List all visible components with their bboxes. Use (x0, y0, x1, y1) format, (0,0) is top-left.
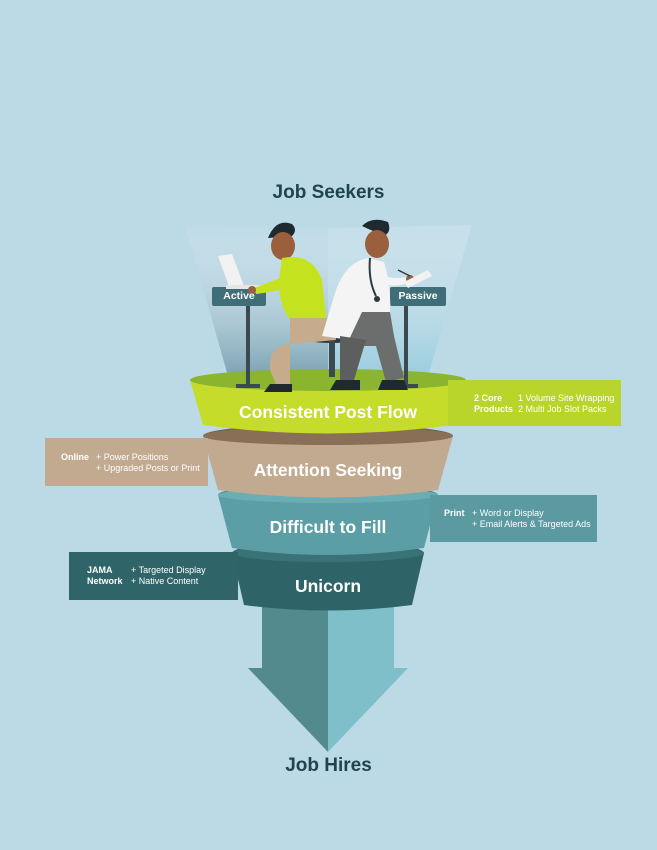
print-callout (430, 495, 597, 542)
laptop-icon (218, 254, 262, 289)
jama-heading-line: JAMA (87, 565, 113, 575)
down-arrow-icon (248, 596, 408, 752)
passive-label: Passive (398, 290, 438, 302)
job-seekers-title: Job Seekers (272, 182, 385, 203)
consistent-post-flow-label: Consistent Post Flow (239, 402, 417, 422)
right-person (322, 219, 414, 390)
active-label: Active (223, 290, 255, 302)
attention-seeking-label: Attention Seeking (253, 460, 403, 480)
core-products-text: 2 Core Products 1 Volume Site Wrapping 2… (448, 380, 621, 426)
jama-text: JAMA Network + Targeted Display + Native… (69, 552, 238, 600)
jama-item: + Targeted Display (131, 565, 206, 575)
jama-item: + Native Content (131, 576, 199, 586)
online-item: + Upgraded Posts or Print (96, 463, 200, 473)
print-item: + Word or Display (472, 508, 544, 518)
job-hires-title: Job Hires (285, 755, 372, 776)
online-text: Online + Power Positions + Upgraded Post… (45, 438, 208, 486)
core-heading-line: 2 Core (474, 393, 503, 403)
online-heading-line: Online (61, 452, 90, 462)
online-callout (45, 438, 208, 486)
core-item: 2 Multi Job Slot Packs (518, 404, 607, 414)
print-heading-line: Print (444, 508, 465, 518)
online-item: + Power Positions (96, 452, 169, 462)
core-heading-line: Products (474, 404, 514, 414)
left-person (248, 222, 336, 392)
stethoscope-icon (368, 257, 380, 302)
unicorn-label: Unicorn (294, 576, 362, 596)
jama-heading-line: Network (87, 576, 123, 586)
clipboard-icon (397, 269, 432, 288)
difficult-to-fill-label: Difficult to Fill (269, 517, 387, 537)
jama-callout (69, 552, 238, 600)
core-products-callout (448, 380, 621, 426)
core-item: 1 Volume Site Wrapping (518, 393, 615, 403)
print-text: Print + Word or Display + Email Alerts &… (430, 495, 597, 542)
print-item: + Email Alerts & Targeted Ads (472, 519, 591, 529)
